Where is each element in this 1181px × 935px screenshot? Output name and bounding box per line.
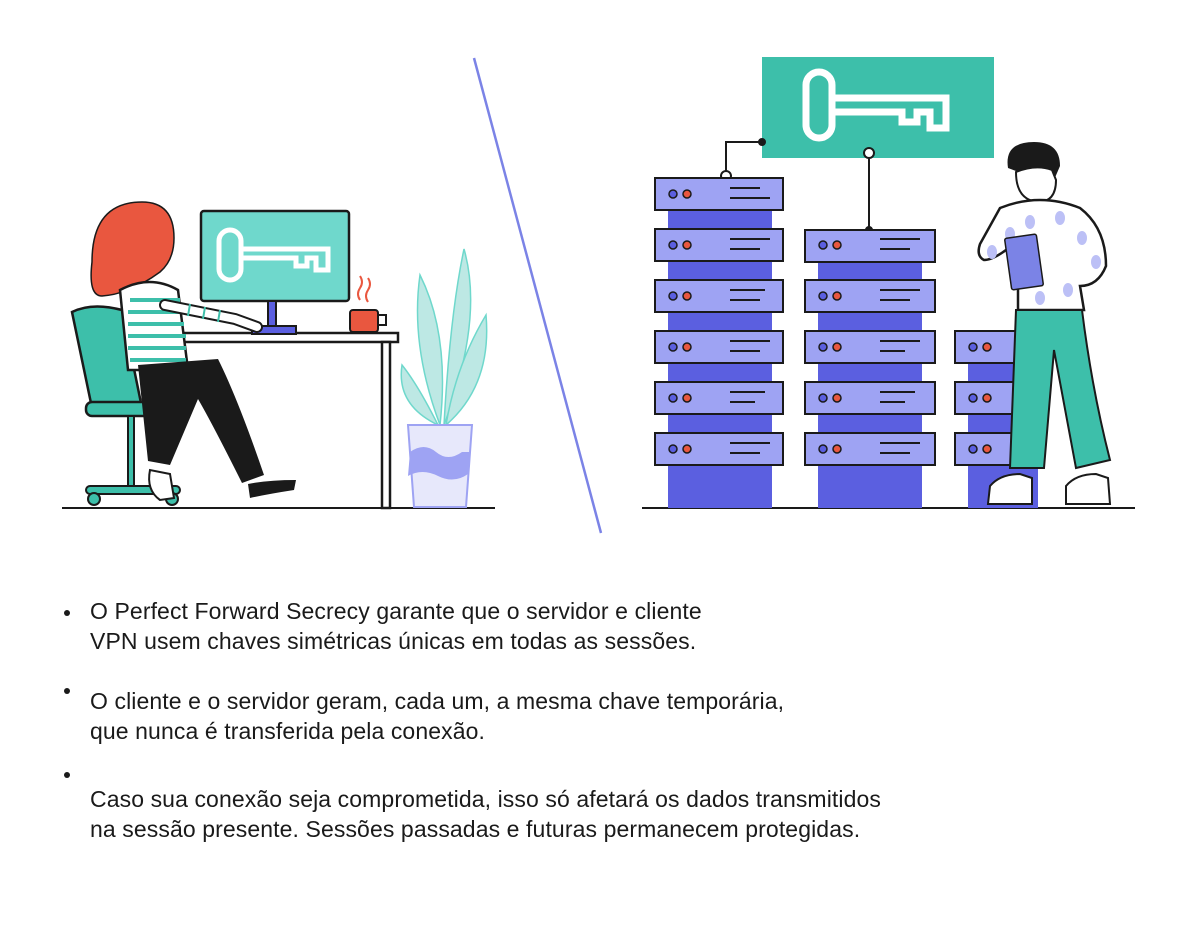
key-icon [802, 68, 950, 142]
bullet-text-line: Caso sua conexão seja comprometida, isso… [90, 786, 881, 812]
bullet-item: O cliente e o servidor geram, cada um, a… [62, 686, 784, 746]
bullet-text-line: O cliente e o servidor geram, cada um, a… [90, 688, 785, 714]
server-rack-icon [804, 229, 936, 508]
key-icon [216, 227, 331, 283]
key-banner [762, 57, 994, 158]
bullet-text-line: O Perfect Forward Secrecy garante que o … [90, 598, 702, 624]
server-rack-icon [654, 177, 784, 508]
woman-at-computer [90, 201, 296, 502]
bullet-text-line: VPN usem chaves simétricas únicas em tod… [90, 628, 697, 654]
bullet-dot [64, 688, 70, 694]
computer-monitor [199, 209, 351, 335]
right-scene [642, 57, 1135, 509]
illustration [62, 57, 1135, 534]
bullet-text-line: que nunca é transferida pela conexão. [90, 718, 485, 744]
server-leds [668, 187, 992, 454]
left-scene [62, 201, 495, 510]
bullet-dot [64, 610, 70, 616]
scene-divider [472, 57, 603, 534]
bullet-text-line: na sessão presente. Sessões passadas e f… [90, 816, 861, 842]
potted-plant [400, 248, 488, 508]
coffee-mug [349, 275, 387, 333]
man-with-tablet [977, 142, 1112, 505]
bullet-item: O Perfect Forward Secrecy garante que o … [62, 596, 702, 656]
bullet-item: Caso sua conexão seja comprometida, isso… [62, 772, 881, 844]
bullet-dot [64, 772, 70, 778]
